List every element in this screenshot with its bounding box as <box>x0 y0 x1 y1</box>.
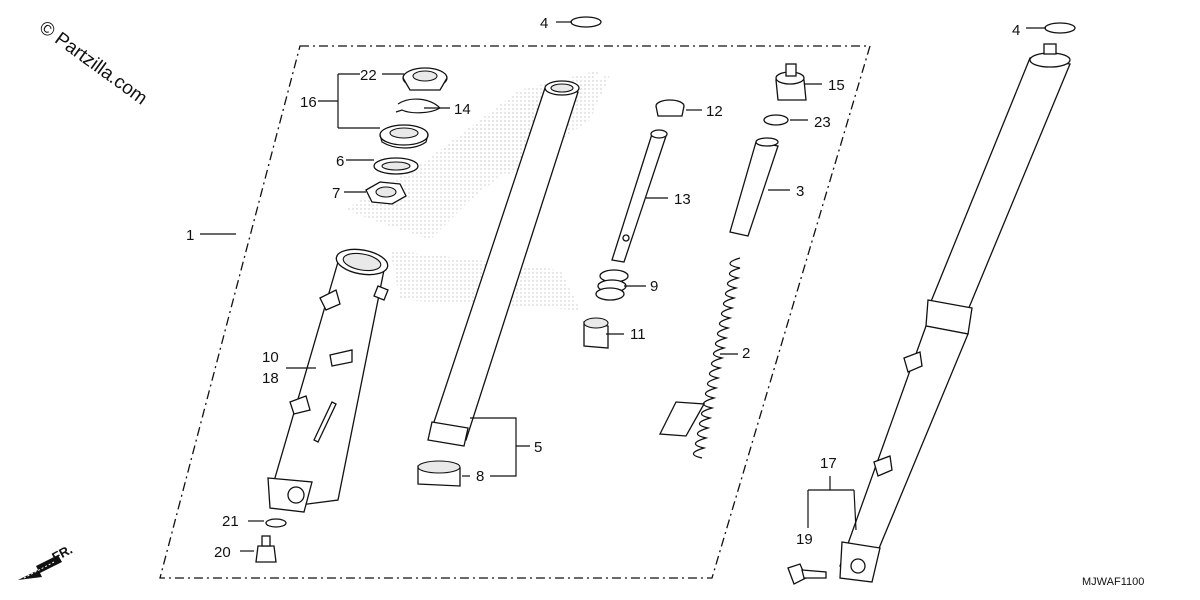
callout-5: 5 <box>534 439 542 456</box>
callout-21: 21 <box>222 513 239 530</box>
callout-13: 13 <box>674 191 691 208</box>
o-ring-top-right <box>1044 22 1076 34</box>
callout-3: 3 <box>796 183 804 200</box>
callout-4-center: 4 <box>540 15 548 32</box>
left-fork-slider <box>267 248 389 513</box>
guide-bushing <box>417 460 461 487</box>
callout-10: 10 <box>262 349 279 366</box>
callout-1: 1 <box>186 227 194 244</box>
o-ring-small <box>763 114 789 126</box>
callout-23: 23 <box>814 114 831 131</box>
leader-lines <box>200 21 1046 552</box>
fork-spring <box>658 257 741 459</box>
backup-ring <box>373 157 419 175</box>
slider-bushing <box>365 181 407 205</box>
callout-14: 14 <box>454 101 471 118</box>
assembly-boundary <box>159 45 871 579</box>
drain-bolt <box>255 535 277 563</box>
callout-12: 12 <box>706 103 723 120</box>
callout-labels: 1 2 3 4 4 5 6 7 8 9 10 11 12 13 14 15 16… <box>186 15 1020 561</box>
watermark-text: © Partzilla.com <box>35 17 151 109</box>
callout-22: 22 <box>360 67 377 84</box>
callout-6: 6 <box>336 153 344 170</box>
callout-20: 20 <box>214 544 231 561</box>
front-direction-arrow-icon <box>18 555 62 580</box>
fork-pipe <box>427 80 580 447</box>
callout-19: 19 <box>796 531 813 548</box>
drain-washer <box>265 518 287 528</box>
spacer-pipe <box>729 137 779 237</box>
callout-15: 15 <box>828 77 845 94</box>
callout-2: 2 <box>742 345 750 362</box>
damper-rod <box>611 129 668 263</box>
rebound-spring <box>595 269 629 301</box>
o-ring-top-center <box>570 16 602 28</box>
callout-17: 17 <box>820 455 837 472</box>
right-fork-assembly <box>839 43 1071 583</box>
collar <box>655 99 685 117</box>
callout-7: 7 <box>332 185 340 202</box>
callout-4-right: 4 <box>1012 22 1020 39</box>
dust-seal <box>402 67 448 91</box>
stopper-ring <box>395 98 441 114</box>
axle-pinch-bolt <box>787 563 827 585</box>
callout-18: 18 <box>262 370 279 387</box>
callout-8: 8 <box>476 468 484 485</box>
oil-seal <box>379 124 429 149</box>
callout-16: 16 <box>300 94 317 111</box>
callout-11: 11 <box>630 326 646 343</box>
fork-cap-bolt <box>775 63 807 101</box>
oil-lock-piece <box>583 317 609 349</box>
callout-9: 9 <box>650 278 658 295</box>
diagram-code: MJWAF1100 <box>1082 576 1144 588</box>
